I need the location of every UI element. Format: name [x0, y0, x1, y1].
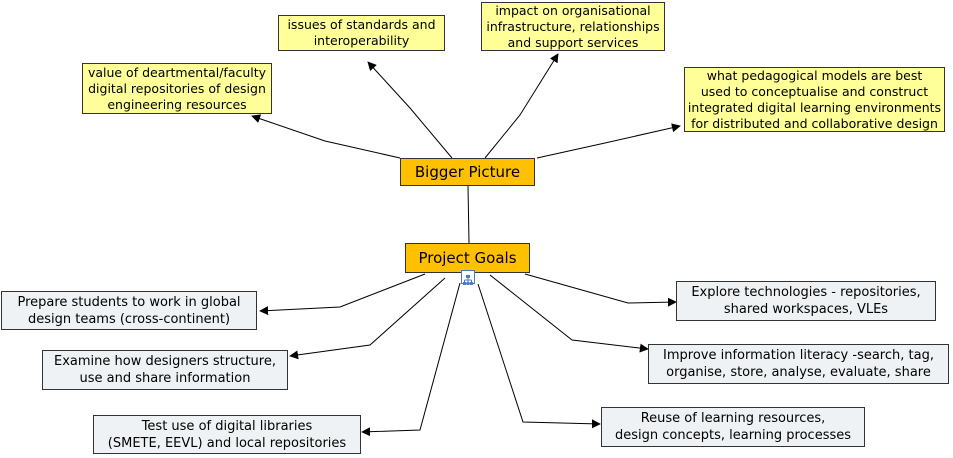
goal-information-literacy[interactable]: Improve information literacy -search, ta… [648, 344, 949, 384]
connector-bp-infrastructure [484, 53, 559, 159]
goal-designers-information[interactable]: Examine how designers structure, use and… [42, 350, 288, 390]
connector-bp-pedagogical [536, 123, 681, 159]
connector-bigger-picture-to-project-goals [467, 185, 470, 244]
topic-bigger-picture[interactable]: Bigger Picture [400, 158, 535, 186]
connector-pg-designers-structure [289, 277, 446, 360]
goal-explore-technologies[interactable]: Explore technologies - repositories, sha… [676, 281, 936, 321]
topic-project-goals[interactable]: Project Goals [405, 243, 530, 273]
goal-global-design-teams[interactable]: Prepare students to work in global desig… [1, 291, 257, 330]
connector-bp-standards [367, 61, 453, 159]
connector-pg-information-literacy [489, 274, 649, 353]
connector-pg-global-teams [259, 273, 426, 316]
connector-pg-digital-libraries [361, 282, 461, 437]
goal-reuse-resources[interactable]: Reuse of learning resources, design conc… [601, 407, 865, 447]
subtopic-pedagogical-models[interactable]: what pedagogical models are best used to… [684, 67, 945, 132]
goal-digital-libraries[interactable]: Test use of digital libraries (SMETE, EE… [93, 415, 361, 454]
subtopic-standards-interoperability[interactable]: issues of standards and interoperability [278, 15, 445, 51]
subtopic-value-repositories[interactable]: value of deartmental/faculty digital rep… [82, 63, 272, 114]
topic-map-icon[interactable] [461, 270, 475, 285]
connector-pg-technologies [524, 273, 677, 307]
connector-bp-value-repositories [251, 114, 401, 159]
connector-pg-reuse [477, 283, 601, 429]
subtopic-organisational-impact[interactable]: impact on organisational infrastructure,… [481, 2, 665, 51]
